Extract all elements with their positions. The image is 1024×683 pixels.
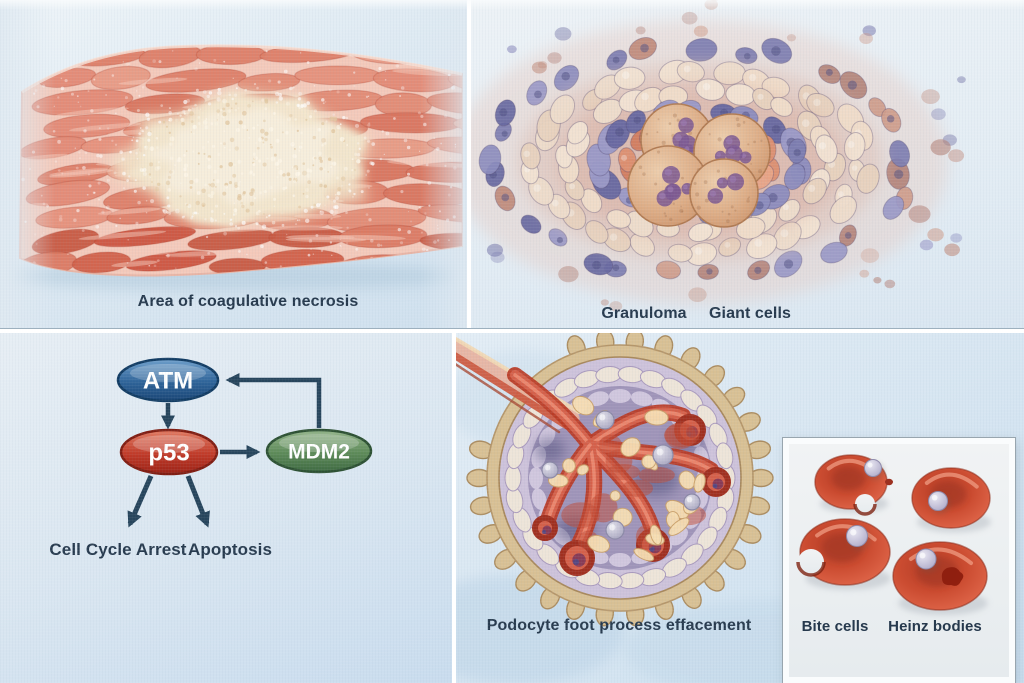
pathway-node-mdm2: MDM2: [265, 428, 373, 474]
panel-divider-horizontal: [0, 328, 1024, 333]
podocyte-caption: Podocyte foot process effacement: [486, 617, 752, 634]
granuloma-caption: Granuloma: [601, 305, 687, 322]
panel-divider-vertical-bottom: [452, 332, 456, 683]
outcome-label-apoptosis: Apoptosis: [187, 540, 273, 559]
pathway-node-atm: ATM: [116, 357, 220, 403]
panel-granuloma: Granuloma Giant cells: [470, 0, 1024, 330]
atm-label: ATM: [143, 368, 193, 395]
pathway-diagram: ATM p53 MDM2: [116, 357, 373, 528]
bite-cells-caption: Bite cells: [801, 618, 869, 635]
arrow-p53-to-cell-cycle-arrest: [127, 474, 154, 528]
necrosis-illustration: [0, 0, 470, 330]
necrosis-caption: Area of coagulative necrosis: [137, 293, 359, 310]
arrow-mdm2-feedback-to-atm: [225, 373, 322, 428]
heinz-bodies-caption: Heinz bodies: [888, 618, 982, 635]
p53-label: p53: [148, 440, 189, 467]
outcome-label-cell-cycle-arrest: Cell Cycle Arrest: [49, 540, 187, 559]
granuloma-illustration: [470, 0, 966, 312]
pathway-node-p53: p53: [119, 428, 219, 476]
giant-cells-caption: Giant cells: [708, 305, 792, 322]
panel-coagulative-necrosis: Area of coagulative necrosis: [0, 0, 470, 330]
inset-bite-cells-heinz-bodies: Bite cells Heinz bodies: [783, 438, 1015, 683]
glomerulus-illustration: [455, 330, 925, 683]
red-blood-cells-illustration: [789, 444, 1009, 677]
panel-p53-pathway: ATM p53 MDM2 Cell Cycle Arrest Apoptosis: [0, 330, 455, 683]
panel-divider-vertical-top: [467, 0, 471, 328]
arrow-p53-to-apoptosis: [185, 475, 210, 528]
mdm2-label: MDM2: [288, 441, 350, 464]
